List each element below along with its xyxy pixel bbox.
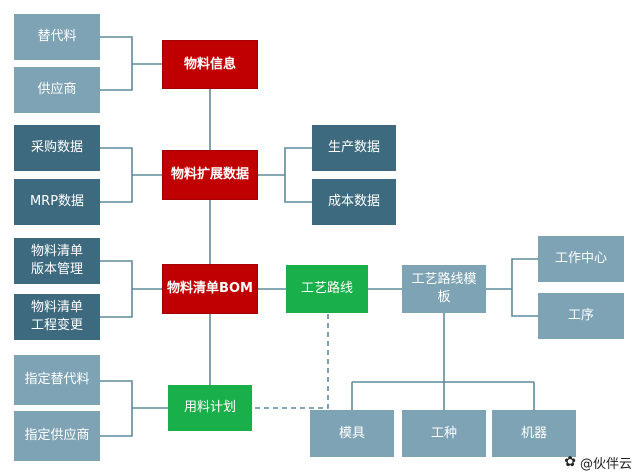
- node-bom-version-management: 物料清单 版本管理: [14, 238, 100, 284]
- node-bom-engineering-change: 物料清单 工程变更: [14, 294, 100, 340]
- node-supplier: 供应商: [14, 67, 100, 113]
- connector: [100, 36, 133, 91]
- node-designated-supplier: 指定供应商: [14, 411, 100, 461]
- node-mold: 模具: [310, 410, 394, 457]
- node-work-center: 工作中心: [538, 236, 624, 282]
- watermark: ✿ @伙伴云: [564, 451, 632, 473]
- node-operation: 工序: [538, 293, 624, 339]
- node-routing: 工艺路线: [286, 265, 368, 313]
- node-machine: 机器: [492, 410, 576, 457]
- node-routing-template: 工艺路线模板: [402, 265, 486, 313]
- node-substitute-material: 替代料: [14, 14, 100, 60]
- paw-icon: ✿: [564, 454, 576, 470]
- connector: [284, 147, 312, 203]
- dashed-connector: [252, 314, 329, 409]
- node-material-info: 物料信息: [162, 40, 258, 89]
- node-designated-substitute: 指定替代料: [14, 355, 100, 405]
- connector: [511, 258, 538, 317]
- node-purchase-data: 采购数据: [14, 125, 100, 171]
- node-work-type: 工种: [402, 410, 486, 457]
- connector: [100, 147, 133, 203]
- node-production-data: 生产数据: [312, 125, 396, 171]
- node-cost-data: 成本数据: [312, 179, 396, 225]
- connector: [100, 260, 133, 318]
- node-material-extended-data: 物料扩展数据: [162, 150, 258, 200]
- connector: [100, 380, 133, 437]
- watermark-text: @伙伴云: [579, 456, 632, 472]
- node-material-plan: 用料计划: [168, 385, 252, 431]
- node-mrp-data: MRP数据: [14, 179, 100, 225]
- node-bom: 物料清单BOM: [162, 264, 258, 314]
